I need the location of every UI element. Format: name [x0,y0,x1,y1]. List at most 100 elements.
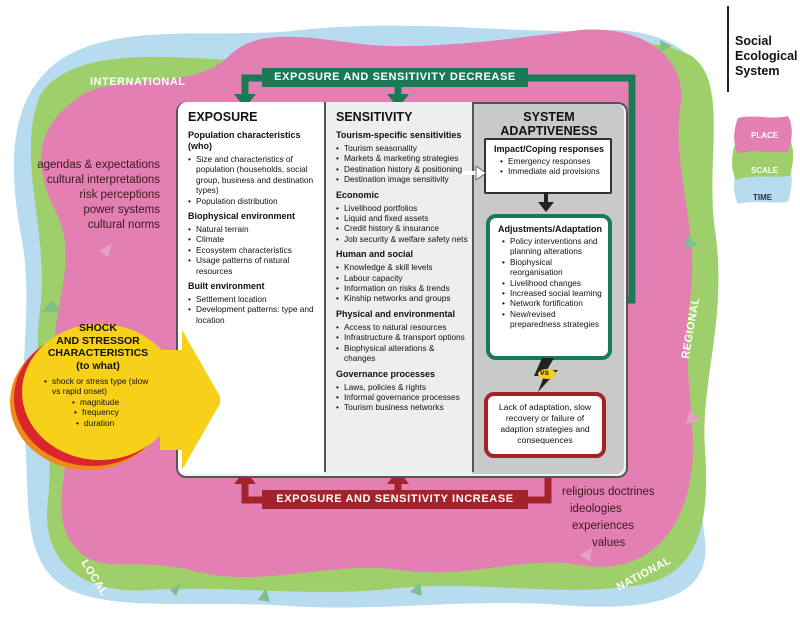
sensitivity-item: Labour capacity [336,273,468,284]
scale-arrow-4 [410,582,422,596]
sensitivity-item: Laws, policies & rights [336,382,468,393]
sensitivity-item: Access to natural resources [336,322,468,333]
adjust-item: Network fortification [502,298,604,309]
sensitivity-item: Informal governance processes [336,392,468,403]
right-note: experiences [572,520,635,532]
sensitivity-item: Markets & marketing strategies [336,153,468,164]
sensitivity-title: SENSITIVITY [336,110,413,124]
sensitivity-item: Kinship networks and groups [336,293,468,304]
legend-scale-label: SCALE [751,166,779,175]
scale-arrow-1 [42,300,62,312]
right-notes: religious doctrines ideologies experienc… [548,484,688,552]
exposure-item: Climate [188,234,320,245]
impact-item: Immediate aid provisions [500,166,606,177]
exposure-section-title: Biophysical environment [188,211,296,222]
column-divider [324,104,326,472]
adjust-item: Increased social learning [502,288,604,299]
shock-item: frequency [74,407,156,418]
shock-item: magnitude [72,397,156,408]
legend-swatches [732,116,794,204]
scale-label-international: INTERNATIONAL [90,76,186,88]
decrease-label: EXPOSURE AND SENSITIVITY DECREASE [262,68,528,87]
sensitivity-item: Liquid and fixed assets [336,213,468,224]
sensitivity-section-title: Tourism-specific sensitivities [336,130,462,140]
sensitivity-item: Information on risks & trends [336,283,468,294]
legend-title-line: Social [735,34,772,48]
sensitivity-item: Destination image sensitivity [336,174,468,185]
sensitivity-item: Biophysical alterations & changes [336,343,468,364]
exposure-item: Population distribution [188,196,320,207]
adjust-box-title: Adjustments/Adaptation [498,224,603,234]
sensitivity-section-title: Economic [336,189,380,200]
place-arrow-2 [686,410,700,424]
sensitivity-section-title: Physical and environmental [336,308,456,319]
sensitivity-column: SENSITIVITY Tourism-specific sensitiviti… [326,102,472,474]
adjust-item: Policy interventions and planning altera… [502,236,604,257]
place-arrow-1 [100,244,112,258]
right-arrow-icon [462,166,487,180]
down-arrow-icon [538,192,554,212]
shock-title-line: (to what) [76,359,120,372]
increase-label: EXPOSURE AND SENSITIVITY INCREASE [262,490,528,509]
adjust-item: New/revised preparedness strategies [502,309,604,330]
legend-place-label: PLACE [751,131,779,140]
shock-item: shock or stress type (slow vs rapid onse… [44,376,156,397]
legend-divider [727,6,729,92]
vs-label: vs [540,368,549,377]
exposure-item: Ecosystem characteristics [188,245,320,256]
sensitivity-item: Knowledge & skill levels [336,262,468,273]
sensitivity-item: Tourism business networks [336,402,468,413]
shock-title: SHOCK AND STRESSOR CHARACTERISTICS (to w… [36,322,160,372]
lightning-icon [534,358,558,392]
exposure-section-title: Built environment [188,281,265,292]
scale-arrow-2 [170,582,182,596]
sensitivity-item: Infrastructure & transport options [336,332,468,343]
column-divider [472,104,474,472]
sensitivity-item: Tourism seasonality [336,143,468,154]
left-note: agendas & expectations [37,159,160,171]
shock-arrow [160,330,220,470]
sensitivity-section-title: Governance processes [336,368,436,379]
adjust-box: Adjustments/Adaptation Policy interventi… [486,214,612,360]
scale-arrow-5 [684,235,698,248]
right-note: religious doctrines [562,486,655,498]
decrease-arrowhead-exposure [234,94,256,108]
right-note: ideologies [570,503,622,515]
left-note: cultural interpretations [46,174,160,186]
legend-title-line: Ecological [735,49,798,63]
shock-title-line: CHARACTERISTICS [47,347,149,359]
decrease-arrowhead-sensitivity [387,94,409,108]
right-note: values [592,537,626,549]
exposure-item: Natural terrain [188,224,320,235]
exposure-item: Development patterns: type and location [188,304,320,325]
shock-items: shock or stress type (slow vs rapid onse… [44,376,160,428]
exposure-section-title: Population characteristics (who) [188,130,301,151]
shock-item: duration [76,418,156,429]
sensitivity-section-title: Human and social [336,249,414,260]
adaptiveness-title: SYSTEM ADAPTIVENESS [500,110,598,138]
left-note: power systems [83,204,160,216]
left-note: risk perceptions [79,189,160,201]
adjust-item: Livelihood changes [502,278,604,289]
shock-title-line: SHOCK [79,322,117,334]
legend-time-label: TIME [753,193,773,202]
sensitivity-item: Job security & welfare safety nets [336,234,468,245]
place-arrow-3 [580,548,592,562]
legend-title-line: System [735,64,780,78]
legend-place-swatch [734,116,792,154]
exposure-title: EXPOSURE [188,110,258,124]
exposure-item: Size and characteristics of population (… [188,154,320,196]
legend-title: Social Ecological System [735,34,798,79]
left-note: cultural norms [87,219,160,231]
exposure-item: Settlement location [188,294,320,305]
impact-box-title: Impact/Coping responses [494,144,605,154]
impact-box: Impact/Coping responses Emergency respon… [484,138,612,194]
impact-item: Emergency responses [500,156,606,167]
lack-box: Lack of adaptation, slow recovery or fai… [484,392,606,458]
sensitivity-item: Destination history & positioning [336,164,468,175]
scale-arrow-6 [660,40,672,52]
left-notes: agendas & expectations cultural interpre… [30,158,160,233]
sensitivity-item: Livelihood portfolios [336,203,468,214]
exposure-item: Usage patterns of natural resources [188,255,320,276]
